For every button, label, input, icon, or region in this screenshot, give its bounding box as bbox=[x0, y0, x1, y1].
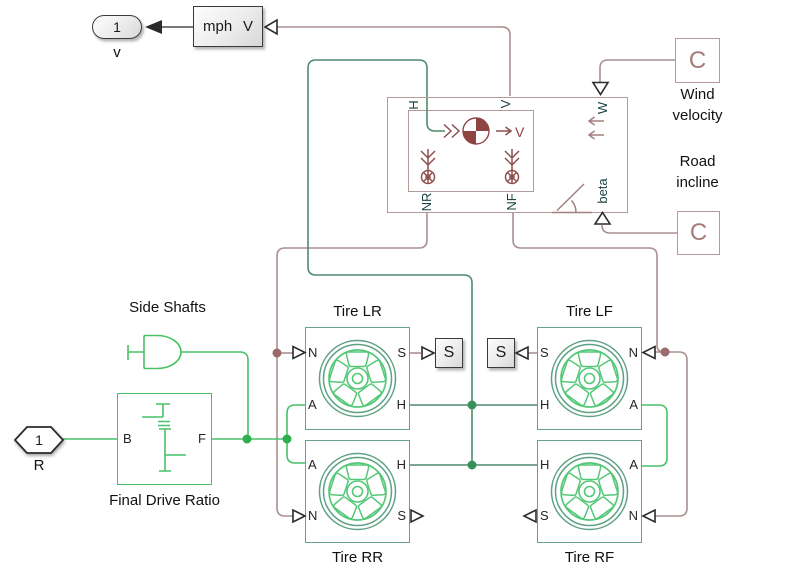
tire-rf-port-s: S bbox=[540, 508, 549, 523]
tire-rr-block[interactable] bbox=[305, 440, 410, 543]
sensor-block-left-label: S bbox=[443, 344, 455, 361]
outport-number: 1 bbox=[113, 19, 121, 35]
tire-rf-port-n: N bbox=[628, 508, 638, 523]
constant-glyph: C bbox=[688, 46, 707, 74]
wire-roadincline-to-beta[interactable] bbox=[601, 224, 677, 234]
wind-velocity-label-line2: velocity bbox=[672, 107, 723, 124]
final-drive-port-f: F bbox=[198, 431, 206, 446]
tire-rf-title[interactable]: Tire RF bbox=[564, 549, 615, 566]
unit-conversion-block[interactable]: mph V bbox=[193, 6, 263, 47]
tire-lf-title[interactable]: Tire LF bbox=[566, 303, 613, 320]
side-shafts-block[interactable] bbox=[127, 334, 182, 370]
inport-number: 1 bbox=[35, 432, 43, 448]
vehicle-port-v: V bbox=[498, 99, 513, 109]
sensor-right-input-port[interactable] bbox=[514, 345, 529, 361]
wind-velocity-label-line1: Wind bbox=[680, 86, 715, 103]
inport-block[interactable]: 1 bbox=[13, 426, 65, 454]
final-drive-port-b: B bbox=[123, 431, 132, 446]
vehicle-port-w: W bbox=[595, 101, 610, 115]
unit-block-input-port[interactable] bbox=[263, 18, 278, 36]
vehicle-port-h: H bbox=[406, 100, 421, 110]
vehicle-port-nf: NF bbox=[504, 193, 519, 211]
tire-lf-port-n: N bbox=[628, 345, 638, 360]
junction-dot bbox=[467, 400, 477, 410]
tire-rr-port-h: H bbox=[396, 457, 406, 472]
tire-rr-n-port[interactable] bbox=[292, 508, 307, 524]
final-drive-label[interactable]: Final Drive Ratio bbox=[109, 492, 220, 509]
tire-rf-n-port[interactable] bbox=[641, 508, 656, 524]
tire-rr-s-port[interactable] bbox=[410, 508, 425, 524]
road-incline-block[interactable]: C bbox=[677, 211, 720, 255]
wire-v-to-unit-block[interactable] bbox=[277, 26, 511, 96]
tire-lr-port-h: H bbox=[396, 397, 406, 412]
tire-lf-port-a: A bbox=[629, 397, 638, 412]
tire-lf-block[interactable] bbox=[537, 327, 642, 430]
sensor-left-input-port[interactable] bbox=[421, 345, 436, 361]
tire-lr-n-port[interactable] bbox=[292, 345, 307, 360]
wire-a-branch-rr[interactable] bbox=[286, 439, 305, 464]
road-incline-label[interactable]: Road incline bbox=[645, 151, 750, 193]
tire-lr-port-a: A bbox=[308, 397, 317, 412]
tire-lr-block[interactable] bbox=[305, 327, 410, 430]
signal-arrowhead-icon bbox=[145, 20, 162, 34]
tire-rf-port-a: A bbox=[629, 457, 638, 472]
tire-lf-port-s: S bbox=[540, 345, 549, 360]
inport-label[interactable]: R bbox=[33, 457, 45, 474]
tire-rr-title[interactable]: Tire RR bbox=[331, 549, 384, 566]
unit-conversion-port: V bbox=[242, 18, 253, 35]
tire-rf-s-port[interactable] bbox=[522, 508, 537, 524]
junction-dot bbox=[660, 347, 670, 357]
sensor-block-right[interactable]: S bbox=[487, 338, 515, 368]
junction-dot bbox=[282, 434, 292, 444]
constant-glyph: C bbox=[689, 219, 708, 246]
wire-a-branch-lr[interactable] bbox=[286, 404, 305, 439]
tire-lr-port-s: S bbox=[397, 345, 406, 360]
road-incline-label-line2: incline bbox=[676, 174, 719, 191]
tire-rf-block[interactable] bbox=[537, 440, 642, 543]
junction-dot bbox=[242, 434, 252, 444]
unit-conversion-unit: mph bbox=[203, 18, 233, 35]
wind-velocity-label[interactable]: Wind velocity bbox=[645, 84, 750, 126]
outport-block[interactable]: 1 bbox=[92, 15, 142, 39]
vehicle-beta-input-port[interactable] bbox=[593, 211, 612, 225]
sensor-block-right-label: S bbox=[495, 344, 507, 361]
tire-rr-port-s: S bbox=[397, 508, 406, 523]
vehicle-port-beta: beta bbox=[595, 178, 610, 204]
outport-label[interactable]: v bbox=[113, 44, 121, 61]
tire-lf-n-port[interactable] bbox=[641, 345, 656, 360]
tire-rr-port-n: N bbox=[308, 508, 318, 523]
side-shafts-label[interactable]: Side Shafts bbox=[129, 299, 206, 316]
tire-lf-port-h: H bbox=[540, 397, 550, 412]
road-incline-label-line1: Road bbox=[679, 153, 716, 170]
junction-dot bbox=[272, 348, 282, 358]
wire-wind-to-w[interactable] bbox=[599, 59, 675, 82]
tire-lr-title[interactable]: Tire LR bbox=[333, 303, 382, 320]
wind-velocity-block[interactable]: C bbox=[675, 38, 720, 83]
wire-nf-branch-rf[interactable] bbox=[655, 351, 688, 517]
junction-dot bbox=[467, 460, 477, 470]
tire-rr-port-a: A bbox=[308, 457, 317, 472]
sensor-block-left[interactable]: S bbox=[435, 338, 463, 368]
wire-lf-a-to-rf-a[interactable] bbox=[642, 404, 668, 467]
tire-lr-port-n: N bbox=[308, 345, 318, 360]
vehicle-port-nr: NR bbox=[419, 192, 434, 212]
tire-rf-port-h: H bbox=[540, 457, 550, 472]
